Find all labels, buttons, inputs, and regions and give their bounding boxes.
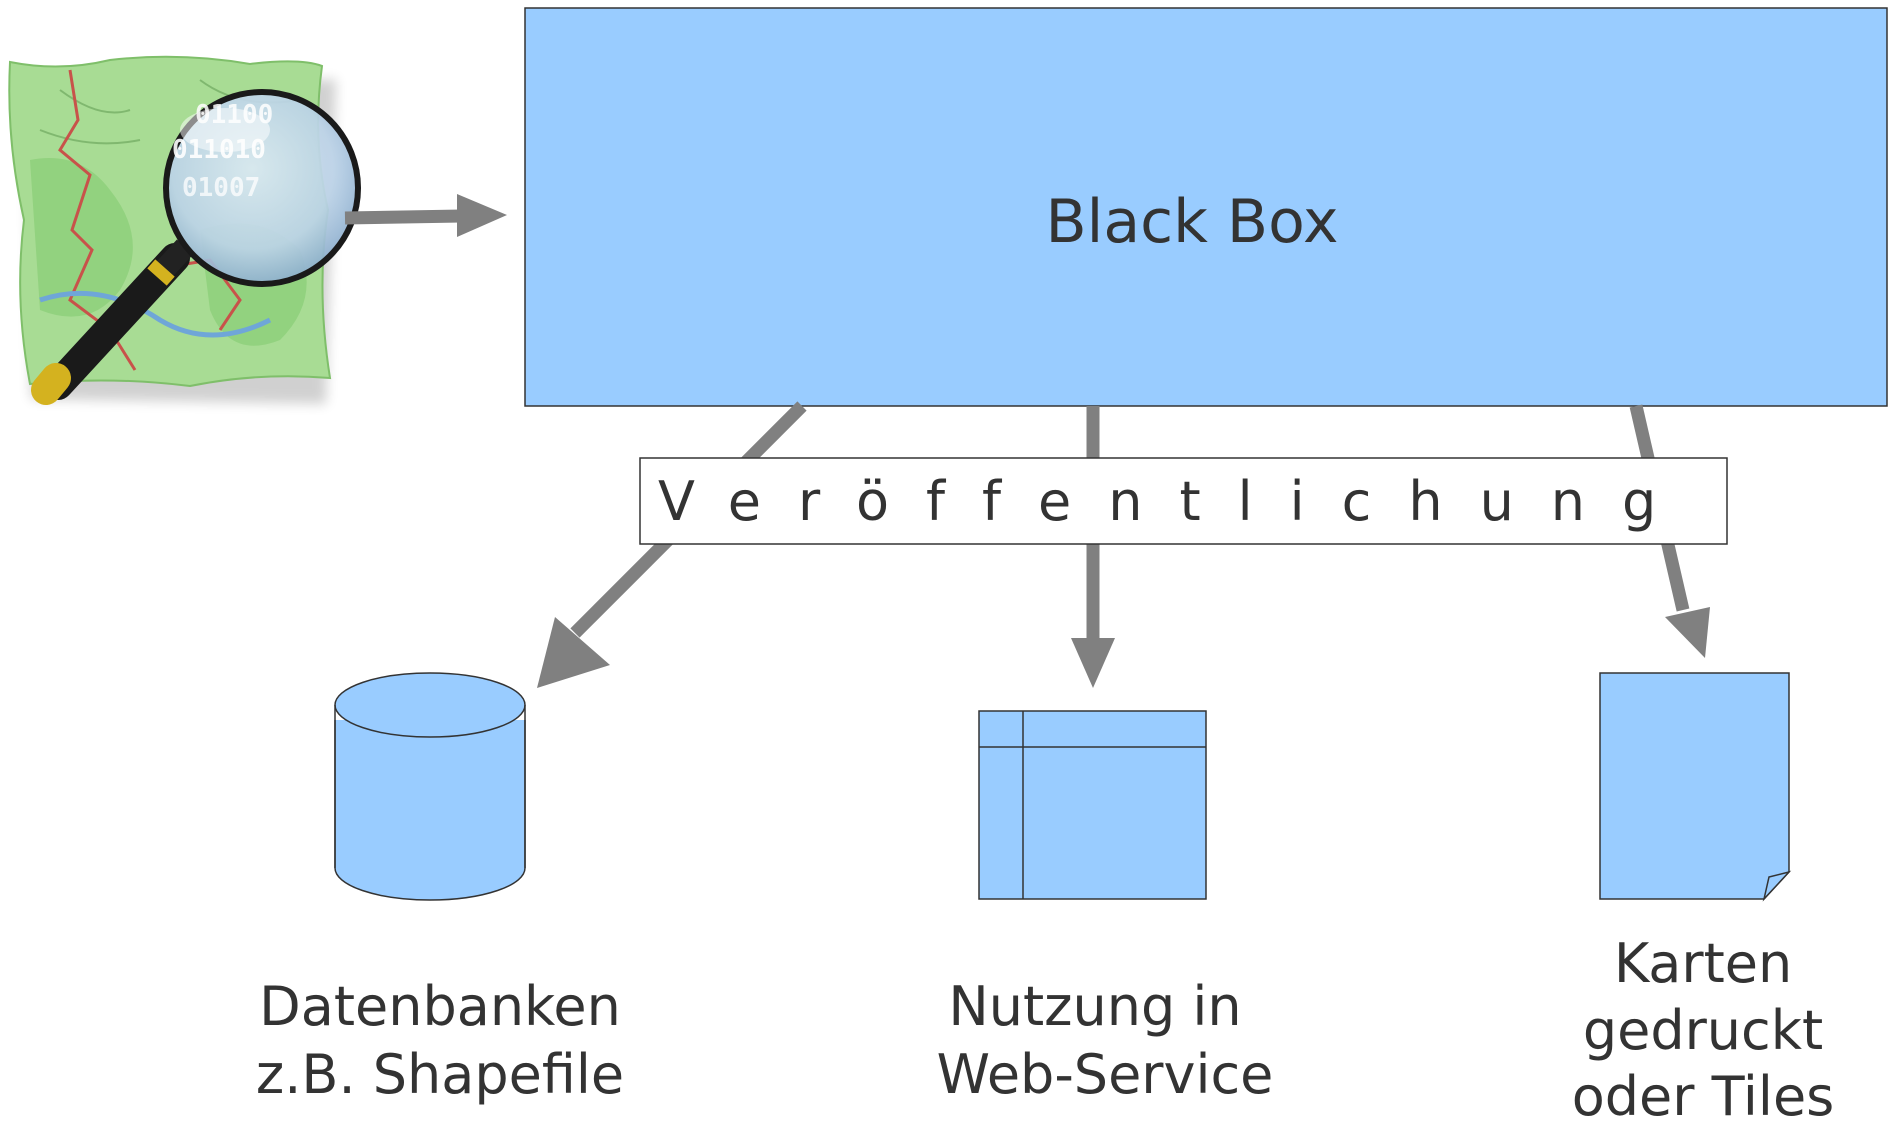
web-service-label-line2: Web-Service <box>937 1043 1274 1106</box>
map-boundary-line <box>58 69 137 371</box>
lens-digits-3: 01007 <box>182 173 260 203</box>
web-service-icon <box>978 710 1207 900</box>
osm-logo-icon: 01100 011010 01007 <box>8 55 361 405</box>
document-icon <box>1599 672 1792 902</box>
magnifier-handle <box>31 239 194 405</box>
lens-digits-2: 011010 <box>172 135 266 165</box>
black-box-label: Black Box <box>1046 187 1339 257</box>
publication-label: Veröffentlichung <box>658 470 1693 533</box>
arrow-to-database <box>537 401 807 688</box>
web-service-label-line1: Nutzung in <box>948 975 1241 1038</box>
publication-box <box>639 457 1728 545</box>
input-arrow <box>344 194 507 237</box>
black-box <box>524 7 1888 407</box>
database-label-line2: z.B. Shapefile <box>256 1043 624 1106</box>
database-icon <box>334 672 526 901</box>
maps-label-line3: oder Tiles <box>1572 1065 1835 1121</box>
maps-label-line1: Karten <box>1614 932 1792 995</box>
map-river <box>39 290 272 338</box>
maps-label-line2: gedruckt <box>1583 999 1823 1062</box>
arrow-to-web-service <box>1071 406 1115 688</box>
database-label-line1: Datenbanken <box>259 975 621 1038</box>
lens-digits-1: 01100 <box>195 100 273 130</box>
